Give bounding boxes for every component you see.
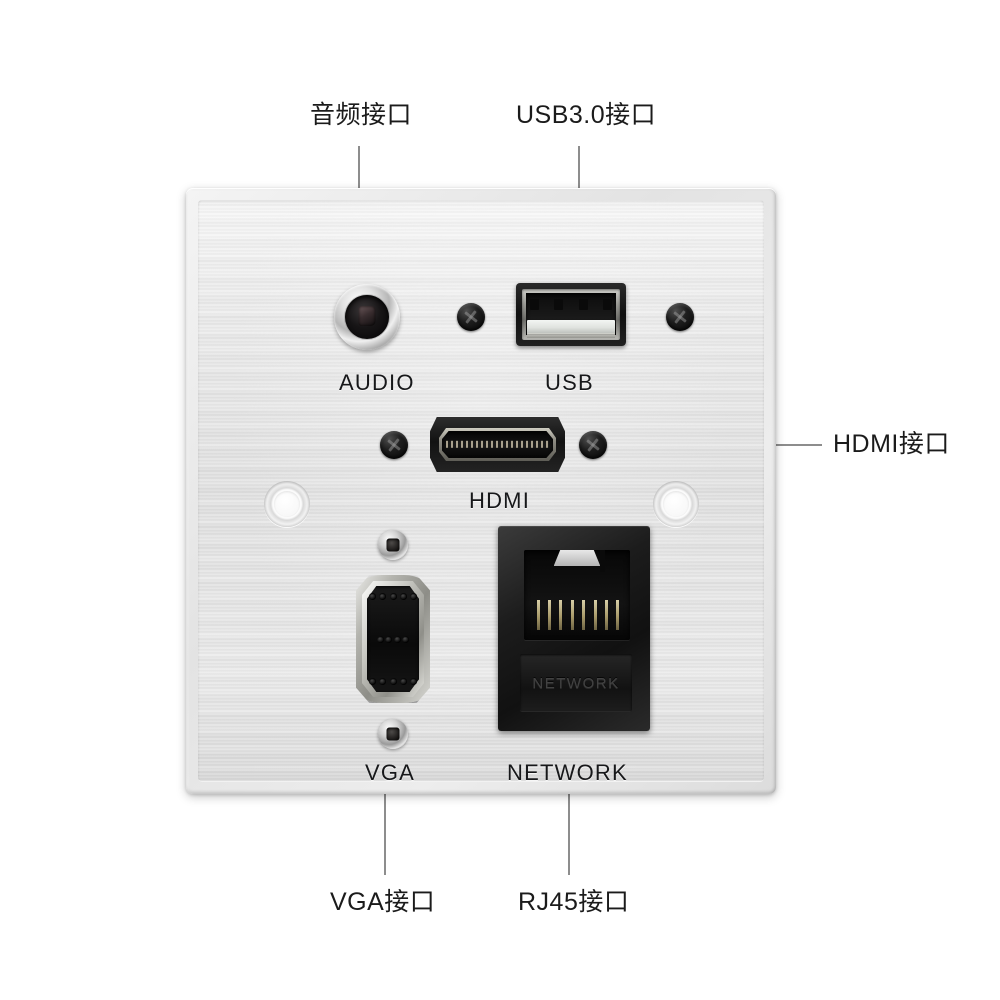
leader-line-vga (384, 793, 386, 875)
rj45-clip-slot (600, 550, 606, 572)
usb-a-port[interactable] (516, 283, 626, 346)
rj45-emboss-text: NETWORK (532, 674, 620, 692)
hdmi-port[interactable] (430, 417, 565, 472)
mounting-hole-right (653, 481, 699, 527)
phillips-screw-mid-right (579, 431, 607, 459)
usb-contacts (530, 299, 612, 310)
leader-line-rj45 (568, 793, 570, 875)
vga-jackscrew-top (378, 530, 408, 560)
usb-tongue (527, 320, 615, 334)
mounting-hole-left (264, 481, 310, 527)
vga-pins (369, 593, 417, 685)
audio-jack-port[interactable] (334, 284, 400, 350)
phillips-screw-top-left (457, 303, 485, 331)
usb-shell (522, 289, 620, 340)
callout-hdmi-label: HDMI接口 (833, 430, 950, 458)
callout-audio-label: 音频接口 (310, 101, 413, 129)
callout-rj45-label: RJ45接口 (518, 888, 630, 916)
phillips-screw-mid-left (380, 431, 408, 459)
rj45-clip-notch (553, 550, 601, 566)
silkscreen-hdmi: HDMI (469, 488, 531, 513)
callout-usb-label: USB3.0接口 (516, 101, 657, 129)
rj45-emboss-plate: NETWORK (520, 654, 632, 712)
callout-vga-label: VGA接口 (330, 888, 436, 916)
rj45-jack-cavity (524, 550, 630, 640)
rj45-pins (536, 600, 620, 630)
hdmi-pins (446, 440, 549, 448)
silkscreen-network: NETWORK (507, 760, 628, 783)
plate-face: AUDIO USB HDMI (198, 200, 764, 782)
vga-shell (367, 586, 419, 692)
phillips-screw-top-right (666, 303, 694, 331)
usb-lip (527, 333, 615, 338)
silkscreen-audio: AUDIO (339, 370, 415, 395)
audio-jack-barrel (345, 295, 389, 339)
vga-jackscrew-bottom (378, 719, 408, 749)
silkscreen-vga: VGA (365, 760, 416, 783)
silkscreen-usb: USB (545, 370, 594, 395)
rj45-network-port[interactable]: NETWORK (498, 526, 650, 731)
vga-port[interactable] (356, 575, 430, 703)
wall-plate: AUDIO USB HDMI (186, 188, 776, 794)
